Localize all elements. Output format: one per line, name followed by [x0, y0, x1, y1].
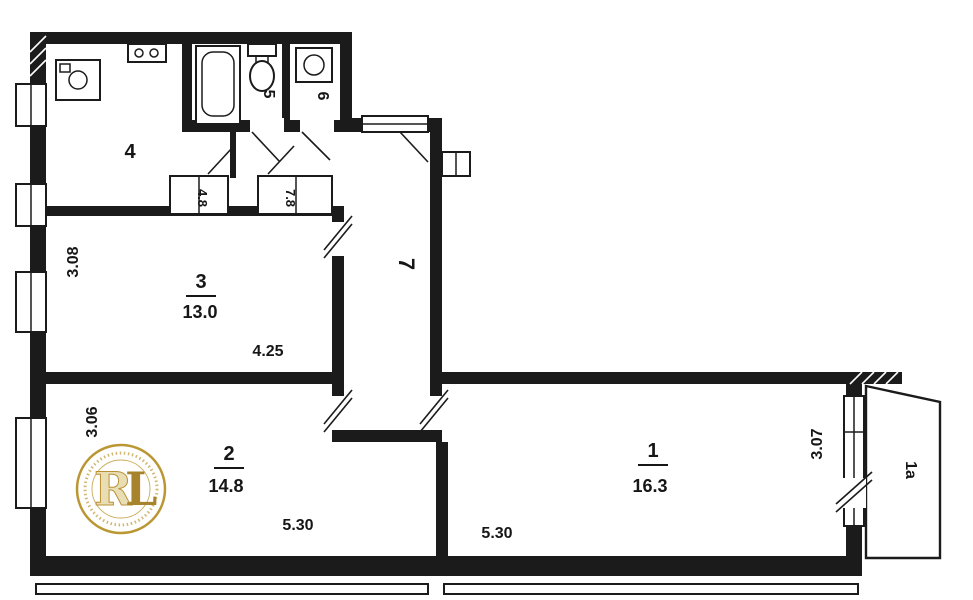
watermark-inner-ring — [91, 459, 151, 519]
vent-stub-window — [441, 151, 471, 177]
window — [15, 417, 47, 509]
window — [15, 271, 47, 333]
closet — [169, 175, 229, 215]
doors-and-breaks — [29, 35, 899, 513]
room5-number: 5 — [260, 90, 277, 99]
room7-number: 7 — [394, 258, 419, 270]
room2-width-dim: 5.30 — [282, 517, 313, 534]
facade-lines — [35, 583, 859, 595]
closet-left-label: 4.8 — [195, 189, 210, 207]
wall-break — [835, 479, 873, 513]
watermark-logo: R L — [75, 443, 167, 535]
wall-break — [323, 223, 353, 259]
door-leaf — [267, 145, 295, 175]
fraction-line — [214, 467, 244, 469]
wall-break — [835, 471, 873, 505]
wall-break — [323, 397, 353, 433]
watermark-outer-ring — [75, 443, 167, 535]
watermark-microtext-ring — [83, 451, 159, 527]
room2-number: 2 — [223, 443, 234, 465]
room3-height-dim: 3.08 — [65, 246, 82, 277]
window — [15, 183, 47, 227]
room2-area: 14.8 — [208, 476, 243, 496]
closets — [169, 175, 333, 215]
balcony-number: 1a — [902, 461, 919, 479]
labels: 4 5 6 7 4.8 7.8 3 13.0 4.25 3.08 2 14.8 … — [65, 90, 919, 542]
wall-break — [419, 389, 449, 425]
stove-icon — [55, 59, 101, 101]
wall-hatch — [29, 35, 899, 385]
room1-height-dim: 3.07 — [809, 428, 826, 459]
room1-width-dim: 5.30 — [481, 525, 512, 542]
closet-right-label: 7.8 — [283, 189, 298, 207]
fraction-line — [186, 295, 216, 297]
counter-icon — [127, 43, 167, 63]
wall-break — [323, 389, 353, 425]
bathtub-icon — [195, 45, 241, 125]
room2-height-dim: 3.06 — [84, 406, 101, 437]
wall-break — [323, 215, 353, 251]
watermark-letter-r: R — [94, 462, 133, 516]
wall-break — [419, 397, 449, 433]
toilet-icon — [247, 43, 277, 92]
fixtures — [55, 43, 333, 125]
watermark-letter-l: L — [125, 462, 157, 516]
entry-window — [361, 115, 429, 133]
door-leaf — [251, 131, 281, 163]
windows — [15, 83, 865, 527]
window — [15, 83, 47, 127]
room1-area: 16.3 — [632, 476, 667, 496]
room3-number: 3 — [195, 271, 206, 293]
door-leaf — [207, 147, 233, 175]
room3-width-dim: 4.25 — [252, 343, 283, 360]
sink-icon — [295, 47, 333, 83]
room3-area: 13.0 — [182, 302, 217, 322]
closet — [257, 175, 333, 215]
door-leaf — [399, 131, 429, 163]
door-leaf — [301, 131, 331, 161]
room4-number: 4 — [124, 141, 136, 163]
room6-number: 6 — [314, 92, 331, 101]
room1-number: 1 — [647, 440, 658, 462]
fraction-line — [638, 464, 668, 466]
